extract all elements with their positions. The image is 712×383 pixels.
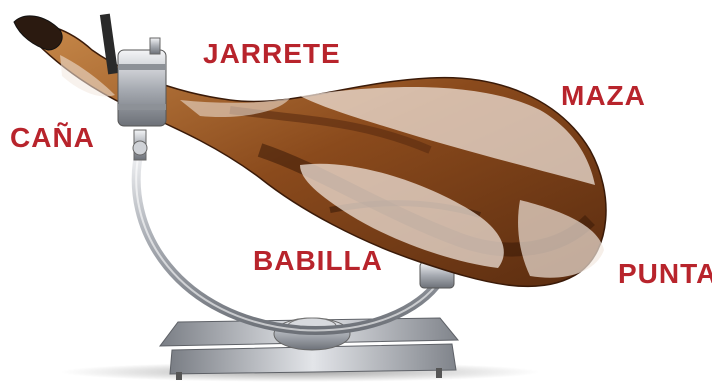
label-babilla: BABILLA (253, 247, 383, 275)
label-jarrete: JARRETE (203, 40, 341, 68)
front-clamp (100, 14, 166, 126)
label-cana: CAÑA (10, 124, 95, 152)
label-maza: MAZA (561, 82, 646, 110)
label-punta: PUNTA (618, 260, 712, 288)
